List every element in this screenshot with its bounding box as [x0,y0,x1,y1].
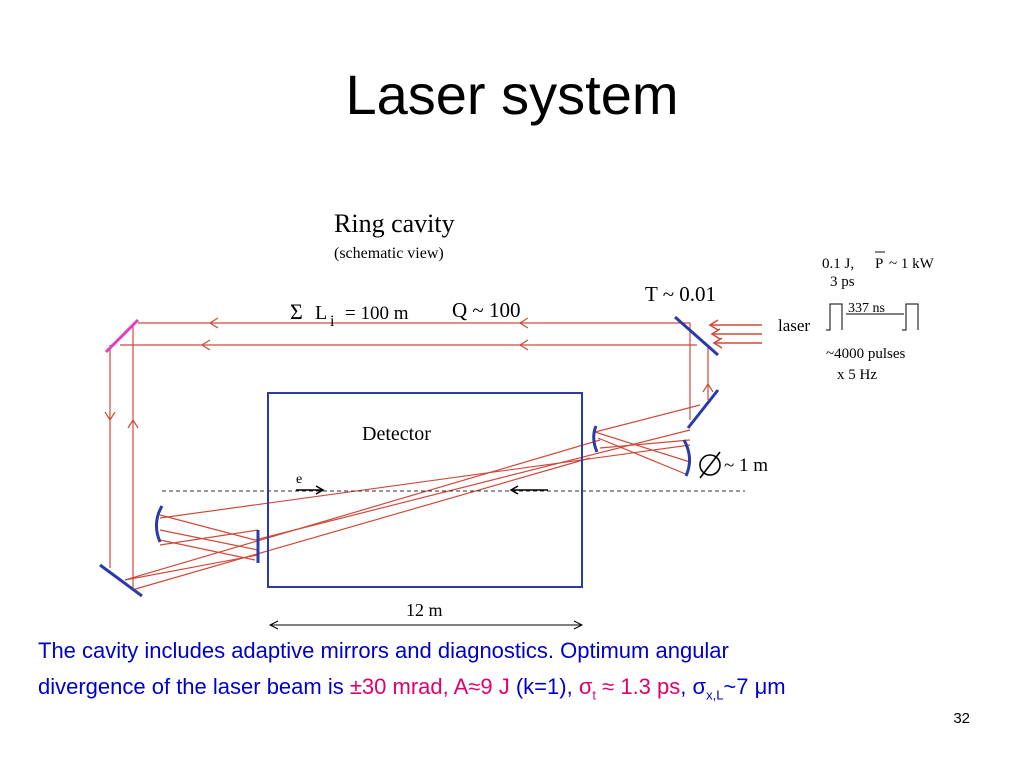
laser-label: laser [778,316,810,335]
q-label: Q ~ 100 [452,298,521,322]
arrow-right-1 [702,382,714,393]
zigzag-right-1 [594,404,701,433]
diagram-heading: Ring cavity [334,209,455,238]
electron-arrow-head [315,485,325,495]
zigzag-left-2 [159,529,259,551]
sum-var: L [315,302,327,324]
caption-line-2: divergence of the laser beam is ±30 mrad… [38,669,1018,713]
sum-symbol: Σ [290,299,303,324]
mirror-bottom-left [99,563,143,598]
arrow-top-4 [518,339,529,351]
pulse-count: ~4000 pulses [826,346,906,362]
zigzag-right-3 [599,439,691,449]
sigma-x-symbol: σ [692,674,707,699]
sigma-t-symbol: σ [578,674,593,699]
zigzag-left-1 [159,514,256,541]
electron-label: e [296,472,302,487]
separator-1: , [566,674,579,699]
caption: The cavity includes adaptive mirrors and… [38,633,1018,713]
zigzag-left-5 [124,554,259,581]
adaptive-mirror-right-outer [682,439,691,477]
zigzag-right-2 [594,431,691,463]
length-label: 12 m [406,600,443,620]
adaptive-mirror-right-inner [592,425,599,453]
sigma-x-value: ~7 μm [723,674,786,699]
pulse-train-icon [826,303,919,331]
sum-value: = 100 m [345,303,409,324]
arrow-top-3 [200,339,211,351]
cross-beam-2 [131,457,591,591]
pulse-rate: x 5 Hz [837,367,877,383]
pulse-duration: 3 ps [830,274,855,290]
beam-paths [109,322,709,591]
detector-box [267,392,583,588]
diagram-subheading: (schematic view) [334,245,444,262]
slide-title: Laser system [345,63,679,126]
arrow-top-1 [208,317,219,329]
arrow-left-2 [127,418,139,429]
zigzag-left-3 [159,529,259,546]
cross-beam-4 [254,429,691,541]
detector-label: Detector [362,423,431,445]
divergence-value: ±30 mrad, A≈9 J [349,674,510,699]
t-label: T ~ 0.01 [645,282,716,306]
positron-arrow-head [509,485,519,495]
pulse-power-value: ~ 1 kW [889,256,935,272]
zigzag-right-4 [597,437,689,476]
coupling-mirror-top-right [674,315,719,357]
diameter-symbol-icon [699,451,721,479]
length-arrow-left [268,620,279,630]
zigzag-left-4 [159,539,256,561]
pulse-energy: 0.1 J, [822,256,854,272]
sigma-t-subscript: t [592,687,597,703]
pulse-spacing: 337 ns [848,301,885,316]
arrow-left-1 [104,411,116,422]
laser-arrow-2-head [710,328,721,340]
arrow-top-2 [518,317,529,329]
laser-input-arrows [708,319,762,349]
caption-line-1: The cavity includes adaptive mirrors and… [38,638,729,663]
laser-arrow-1-head [708,319,719,331]
caption-line-2-prefix: divergence of the laser beam is [38,674,350,699]
k-value: (k=1) [509,674,567,699]
sigma-x-subscript: x,L [706,687,724,703]
cross-beam-1 [124,439,601,581]
sigma-t-value: ≈ 1.3 ps [596,674,681,699]
mirror-size-label: ~ 1 m [724,455,768,476]
laser-arrow-3-head [712,337,723,349]
slide-number: 32 [953,710,970,727]
sum-index: i [330,313,335,330]
beam-arrows [104,317,714,429]
mirror-right-upper [686,389,720,429]
separator-2: , [680,674,693,699]
input-mirror-top-left [104,318,140,354]
pulse-power-symbol: P [875,256,883,272]
cross-beam-3 [159,444,691,519]
length-arrow-right [573,620,584,630]
adaptive-mirror-left-outer [155,505,164,543]
